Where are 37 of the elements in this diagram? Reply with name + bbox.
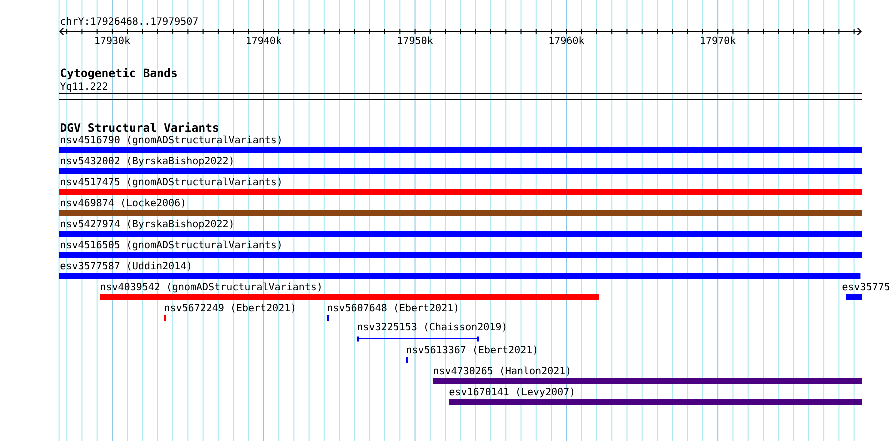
node-label: nsv5672249 (Ebert2021) <box>165 304 295 313</box>
tick-label: 17930k <box>96 36 130 44</box>
tick-label: 17960k <box>550 36 585 44</box>
feature-bar: nsv469874 (Locke2006) <box>59 198 862 216</box>
feature-bar: nsv5613367 (Ebert2021) <box>406 346 537 363</box>
tick-label: 17950k <box>398 36 434 44</box>
feature-bar: nsv5432002 (ByrskaBishop2022) <box>59 156 862 174</box>
node-label: nsv469874 (Locke2006) <box>61 198 185 208</box>
feature-bar: nsv4516505 (gnomADStructuralVariants) <box>59 240 862 258</box>
node-label: nsv4516790 (gnomADStructuralVariants) <box>61 136 281 146</box>
node-label: nsv4517475 (gnomADStructuralVariants) <box>61 178 281 188</box>
node-label: nsv5613367 (Ebert2021) <box>407 346 537 355</box>
node-label: nsv4730265 (Hanlon2021) <box>434 366 570 376</box>
node-label: esv35775 <box>842 283 890 291</box>
cytoband-bar: Yq11.222 <box>58 82 862 100</box>
node-label: nsv4039542 (gnomADStructuralVariants) <box>101 282 321 293</box>
feature-bar: nsv4730265 (Hanlon2021) <box>433 366 862 384</box>
node-label: esv3577587 (Uddin2014) <box>60 262 191 271</box>
node-label: nsv4516505 (gnomADStructuralVariants) <box>61 240 281 251</box>
feature-line: nsv3225153 (Chaisson2019) <box>357 322 506 342</box>
feature-bar: nsv4039542 (gnomADStructuralVariants) <box>100 282 599 300</box>
feature-bar: esv35775 <box>842 283 890 300</box>
node-label: nsv5607648 (Ebert2021) <box>328 304 458 313</box>
feature-bar: esv3577587 (Uddin2014) <box>59 262 861 279</box>
feature-bar: esv1670141 (Levy2007) <box>449 388 862 405</box>
feature-bar: nsv4517475 (gnomADStructuralVariants) <box>59 178 862 195</box>
feature-bar: nsv5607648 (Ebert2021) <box>327 304 458 321</box>
coordinate-label: chrY:17926468..17979507 <box>61 17 198 26</box>
track-title: DGV Structural Variants <box>60 122 218 132</box>
feature-bar: nsv5672249 (Ebert2021) <box>164 304 295 321</box>
feature-bar: nsv5427974 (ByrskaBishop2022) <box>59 220 862 237</box>
node-label: nsv5427974 (ByrskaBishop2022) <box>61 220 233 230</box>
feature-bar: nsv4516790 (gnomADStructuralVariants) <box>59 136 862 153</box>
node-label: nsv5432002 (ByrskaBishop2022) <box>61 156 233 167</box>
node-label: esv1670141 (Levy2007) <box>450 388 574 398</box>
tick-label: 17940k <box>247 36 282 44</box>
tick-label: 17970k <box>701 36 736 44</box>
